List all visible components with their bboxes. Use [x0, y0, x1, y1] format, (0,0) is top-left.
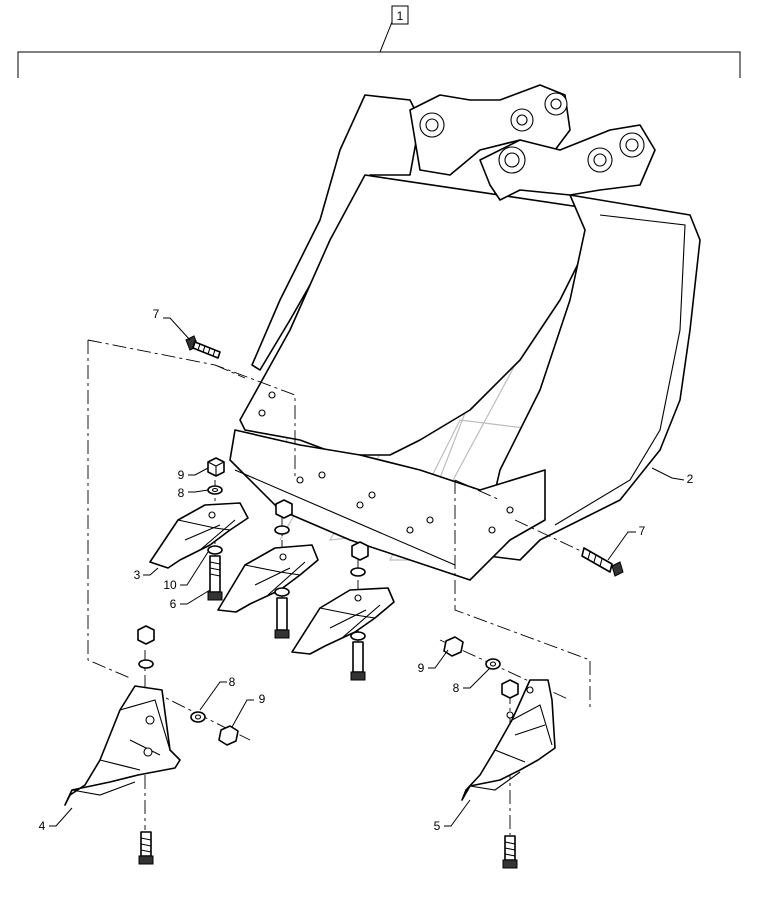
tooth-center-right — [291, 587, 395, 655]
tooth-left — [64, 625, 181, 865]
callout-nut-left: 9 — [259, 692, 266, 706]
nut-right — [443, 636, 464, 657]
callout-washer-right: 8 — [453, 681, 460, 695]
tooth-center-left — [149, 502, 249, 569]
callout-leaders — [49, 317, 685, 827]
callout-bolt-side: 7 — [639, 524, 646, 538]
tooth-right — [461, 679, 556, 869]
washer-left — [190, 711, 206, 723]
callout-washer-center: 8 — [178, 486, 185, 500]
bolt-center — [207, 555, 366, 681]
callout-tooth-center: 3 — [134, 568, 141, 582]
callout-tooth-right: 5 — [434, 819, 441, 833]
callout-assembly: 1 — [397, 9, 404, 23]
callout-nut-center: 9 — [178, 468, 185, 482]
callout-tooth-left: 4 — [39, 819, 46, 833]
callout-nut-right: 9 — [418, 661, 425, 675]
callout-washer-left: 8 — [229, 675, 236, 689]
bolt-upper — [185, 335, 221, 359]
pin-center — [207, 545, 366, 641]
bucket-body — [229, 84, 701, 581]
bolt-side — [581, 547, 624, 577]
tooth-center-mid — [217, 544, 319, 613]
washer-right — [485, 658, 501, 670]
callout-bolt-upper: 7 — [153, 307, 160, 321]
callout-bolt-center: 6 — [170, 597, 177, 611]
assembly-bracket: 1 — [17, 5, 741, 78]
nut-left — [218, 725, 239, 746]
callout-bucket: 2 — [687, 472, 694, 486]
callout-pin-center: 10 — [163, 578, 177, 592]
nut-center — [207, 457, 369, 561]
